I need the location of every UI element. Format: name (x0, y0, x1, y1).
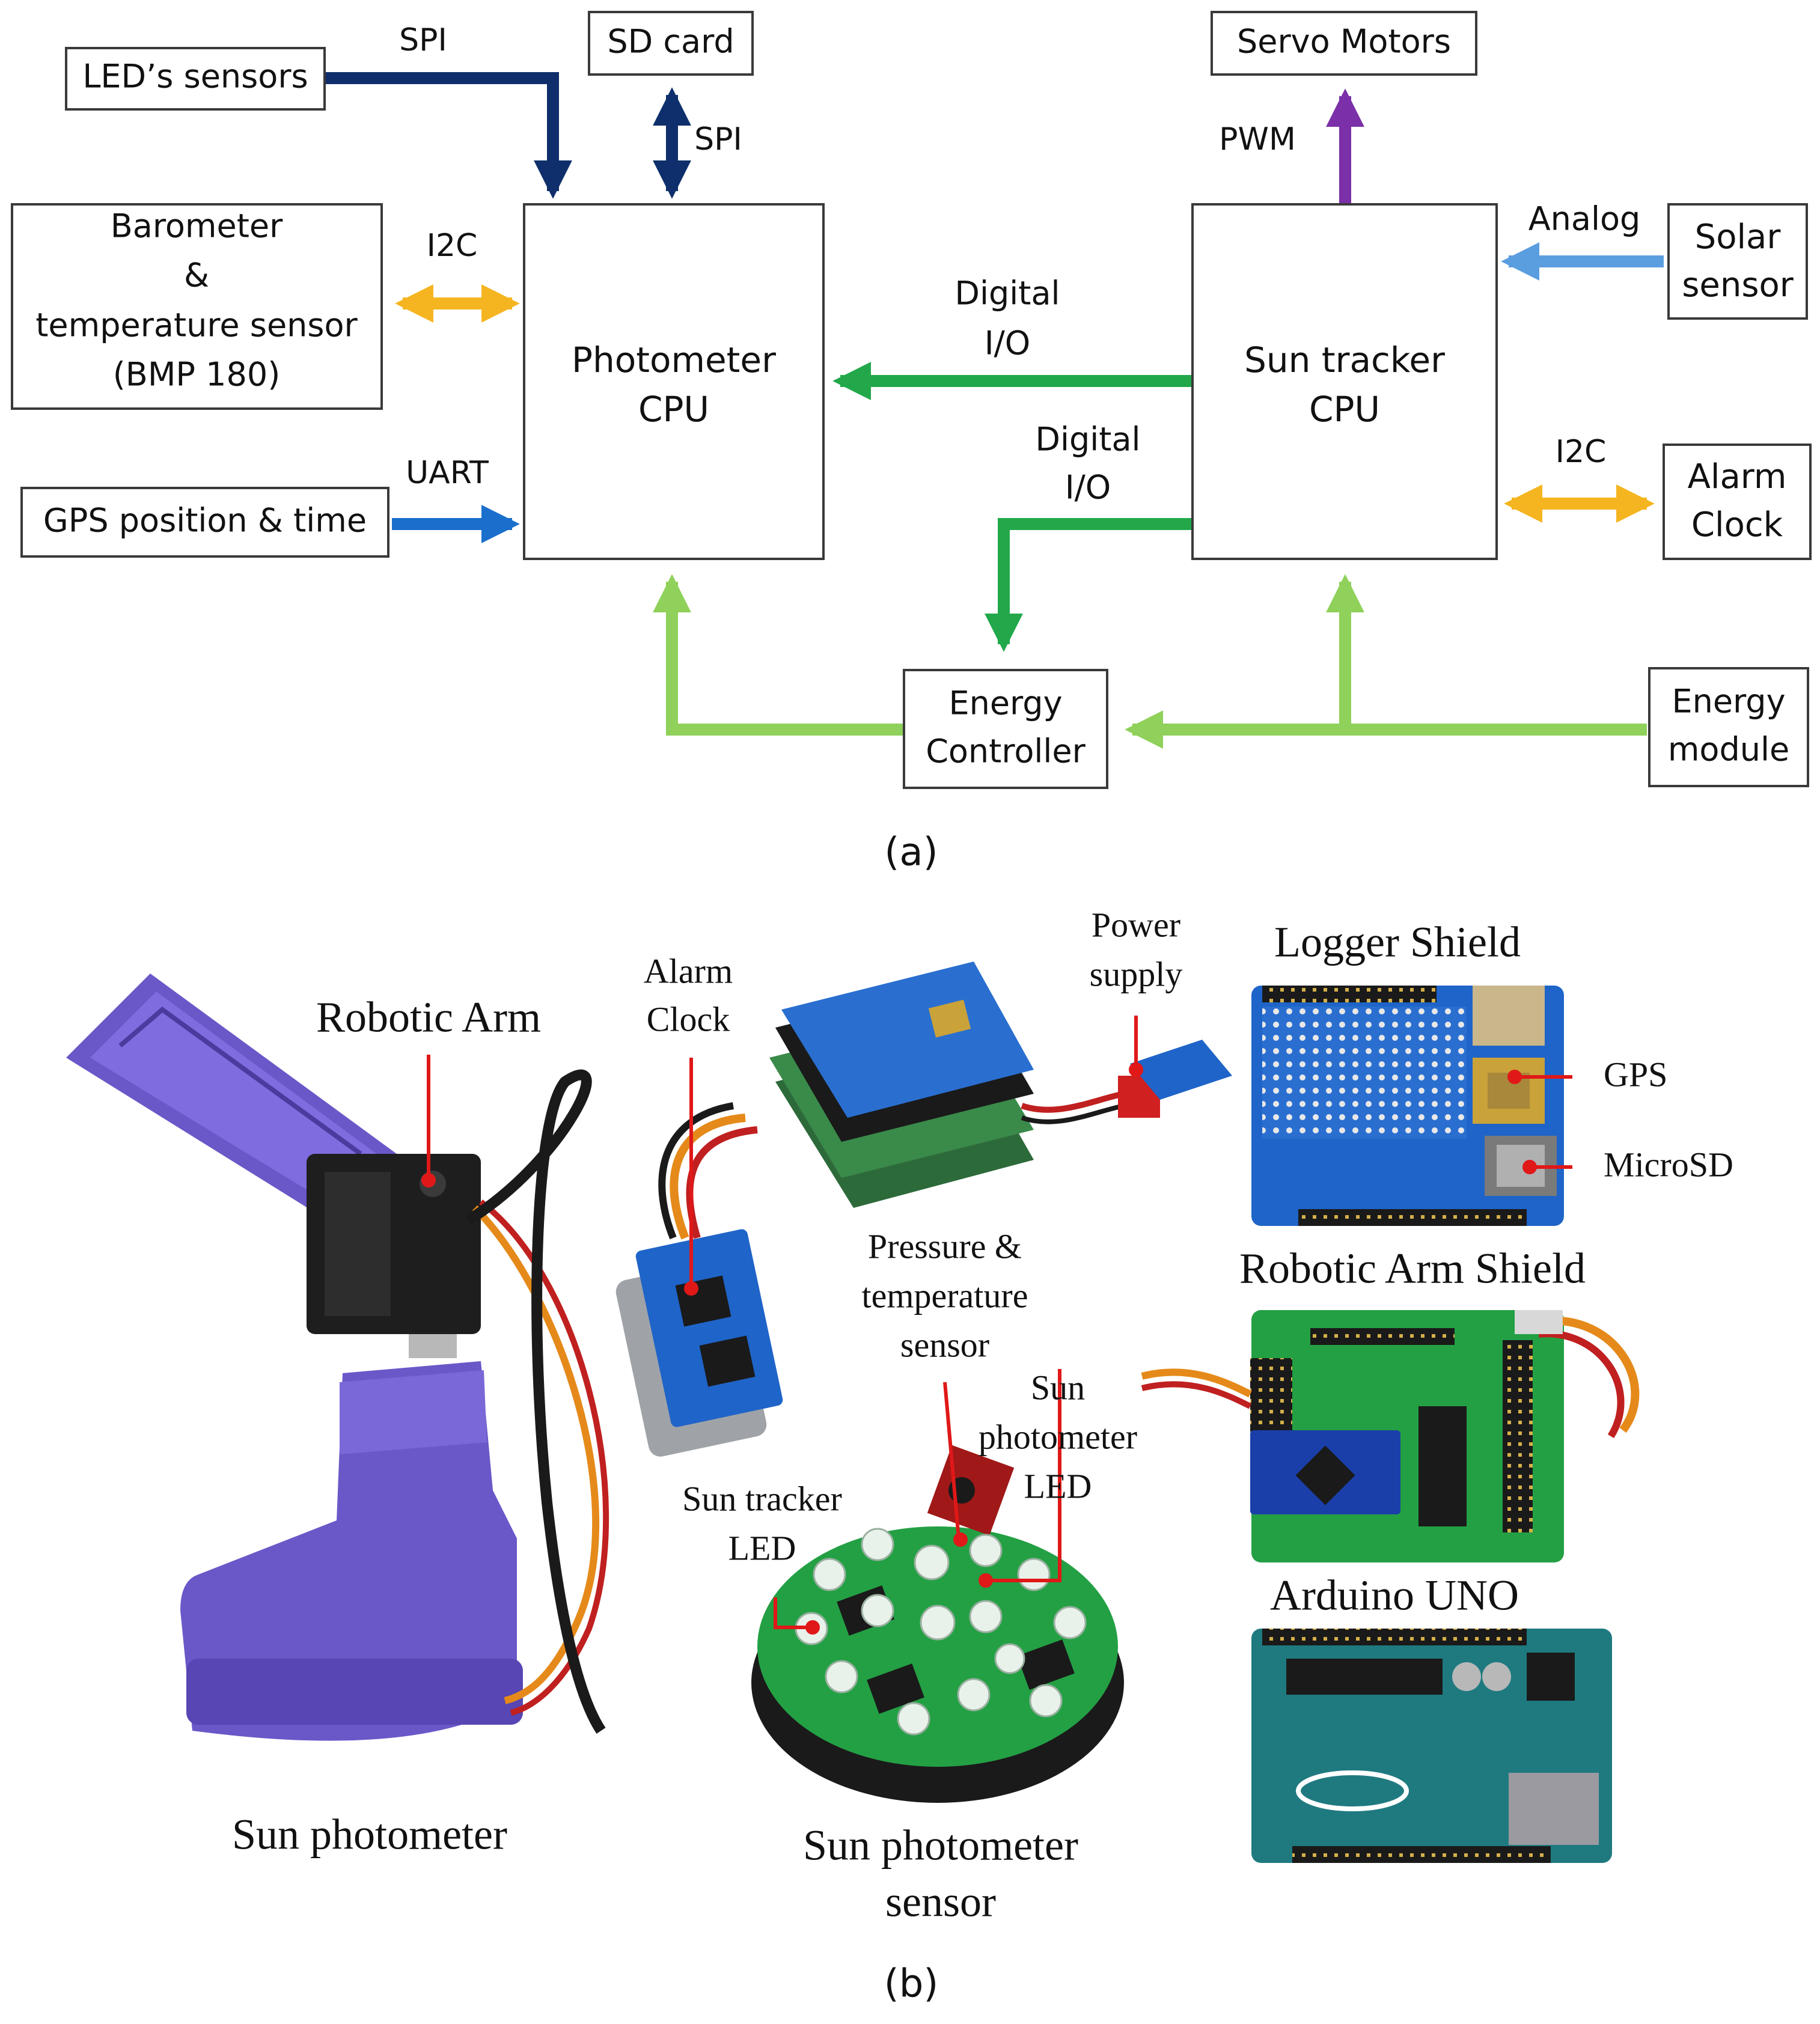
logger-shield-board (1251, 986, 1564, 1226)
alarm-clock-module (615, 1102, 783, 1457)
spi-leds-arrow (325, 72, 573, 199)
gps-label: GPS (1604, 1055, 1667, 1094)
power-supply-label-2: supply (1090, 954, 1183, 993)
energy-controller-line-2: Controller (926, 733, 1086, 770)
digital-io-arrow-2 (984, 518, 1192, 652)
leader-lines (421, 1016, 1572, 1635)
i2c-alarm-label: I2C (1556, 434, 1607, 470)
sun-tracker-cpu-block: Sun tracker CPU (1191, 203, 1498, 560)
hardware-photo-panel: Robotic Arm Alarm Clock Power supply Log… (66, 905, 1733, 2007)
sun-photometer-led-label-2: photometer (979, 1417, 1137, 1456)
sd-card-block: SD card (588, 11, 754, 76)
robotic-arm-shield-board (1141, 1310, 1640, 1562)
solar-sensor-line-2: sensor (1682, 266, 1794, 305)
block-diagram: LED’s sensors SD card Servo Motors Barom… (11, 11, 1812, 875)
power-arrow-photometer (652, 574, 904, 736)
connections (325, 72, 1664, 749)
digital-io-1-line-2: I/O (985, 325, 1031, 362)
barometer-line-3: temperature sensor (35, 306, 358, 344)
sun-tracker-cpu-line-2: CPU (1309, 389, 1380, 430)
caption-a: (a) (884, 831, 938, 875)
analog-label: Analog (1528, 200, 1641, 238)
photometer-cpu-block: Photometer CPU (523, 203, 825, 560)
servo-motors-label: Servo Motors (1237, 23, 1451, 61)
robotic-arm-shield-label: Robotic Arm Shield (1239, 1245, 1586, 1293)
sensor-caption-line-2: sensor (885, 1878, 996, 1926)
pressure-label-2: temperature (862, 1276, 1028, 1315)
alarm-clock-label-1: Alarm (644, 951, 733, 990)
sun-tracker-cpu-line-1: Sun tracker (1244, 340, 1445, 380)
solar-sensor-line-1: Solar (1695, 218, 1782, 257)
pressure-label-3: sensor (900, 1325, 989, 1364)
barometer-line-2: & (184, 257, 209, 294)
digital-io-2-line-1: Digital (1035, 421, 1140, 459)
sun-tracker-led-label-1: Sun tracker (682, 1479, 842, 1518)
sun-photometer-device (66, 974, 609, 1741)
sun-photometer-label: Sun photometer (232, 1811, 507, 1859)
sun-photometer-sensor-head (751, 1445, 1124, 1803)
barometer-block: Barometer & temperature sensor (BMP 180) (11, 203, 383, 410)
sensor-caption-line-1: Sun photometer (803, 1821, 1078, 1870)
arduino-uno-board (1251, 1629, 1612, 1863)
alarm-clock-label-2: Clock (647, 999, 730, 1038)
spi-sd-label: SPI (694, 121, 742, 157)
solar-sensor-block: Solar sensor (1667, 203, 1808, 320)
pressure-label-1: Pressure & (868, 1227, 1022, 1266)
energy-module-block: Energy module (1648, 667, 1809, 787)
sd-card-label: SD card (607, 23, 734, 61)
digital-io-2-line-2: I/O (1065, 469, 1111, 507)
arduino-uno-label: Arduino UNO (1270, 1571, 1519, 1620)
energy-controller-line-1: Energy (948, 684, 1062, 722)
alarm-clock-line-1: Alarm (1688, 457, 1787, 496)
leds-sensors-label: LED’s sensors (82, 58, 308, 96)
power-supply-label-1: Power (1092, 905, 1180, 944)
robotic-arm-label: Robotic Arm (316, 993, 541, 1041)
alarm-clock-line-2: Clock (1691, 505, 1783, 544)
barometer-line-1: Barometer (111, 207, 283, 245)
stacked-boards (769, 962, 1232, 1208)
microsd-label: MicroSD (1604, 1145, 1733, 1184)
leds-sensors-block: LED’s sensors (65, 47, 326, 111)
sun-photometer-led-label-1: Sun (1031, 1368, 1085, 1407)
servo-motors-block: Servo Motors (1211, 11, 1477, 76)
digital-io-1-line-1: Digital (954, 275, 1060, 312)
servo-cables (472, 1205, 600, 1704)
gps-label: GPS position & time (43, 502, 367, 540)
logger-shield-label: Logger Shield (1274, 918, 1521, 966)
energy-controller-block: Energy Controller (903, 669, 1108, 789)
caption-b: (b) (884, 1962, 939, 2007)
signal-labels: SPI SPI PWM I2C Analog Digital I/O Digit… (399, 22, 1640, 507)
pwm-label: PWM (1219, 121, 1296, 157)
robot-base (180, 1361, 517, 1741)
photometer-cpu-line-2: CPU (638, 389, 709, 430)
gps-block: GPS position & time (20, 487, 389, 558)
sun-photometer-led-label-3: LED (1024, 1466, 1092, 1505)
energy-module-line-1: Energy (1672, 683, 1785, 721)
spi-leds-label: SPI (399, 22, 447, 58)
barometer-line-4: (BMP 180) (113, 356, 281, 394)
sun-tracker-led-label-2: LED (728, 1528, 796, 1567)
energy-module-line-2: module (1668, 731, 1789, 769)
uart-label: UART (406, 455, 489, 491)
photo-labels: Robotic Arm Alarm Clock Power supply Log… (232, 905, 1733, 1925)
i2c-baro-label: I2C (427, 228, 478, 264)
photometer-cpu-line-1: Photometer (572, 340, 776, 380)
alarm-clock-block: Alarm Clock (1663, 444, 1812, 560)
